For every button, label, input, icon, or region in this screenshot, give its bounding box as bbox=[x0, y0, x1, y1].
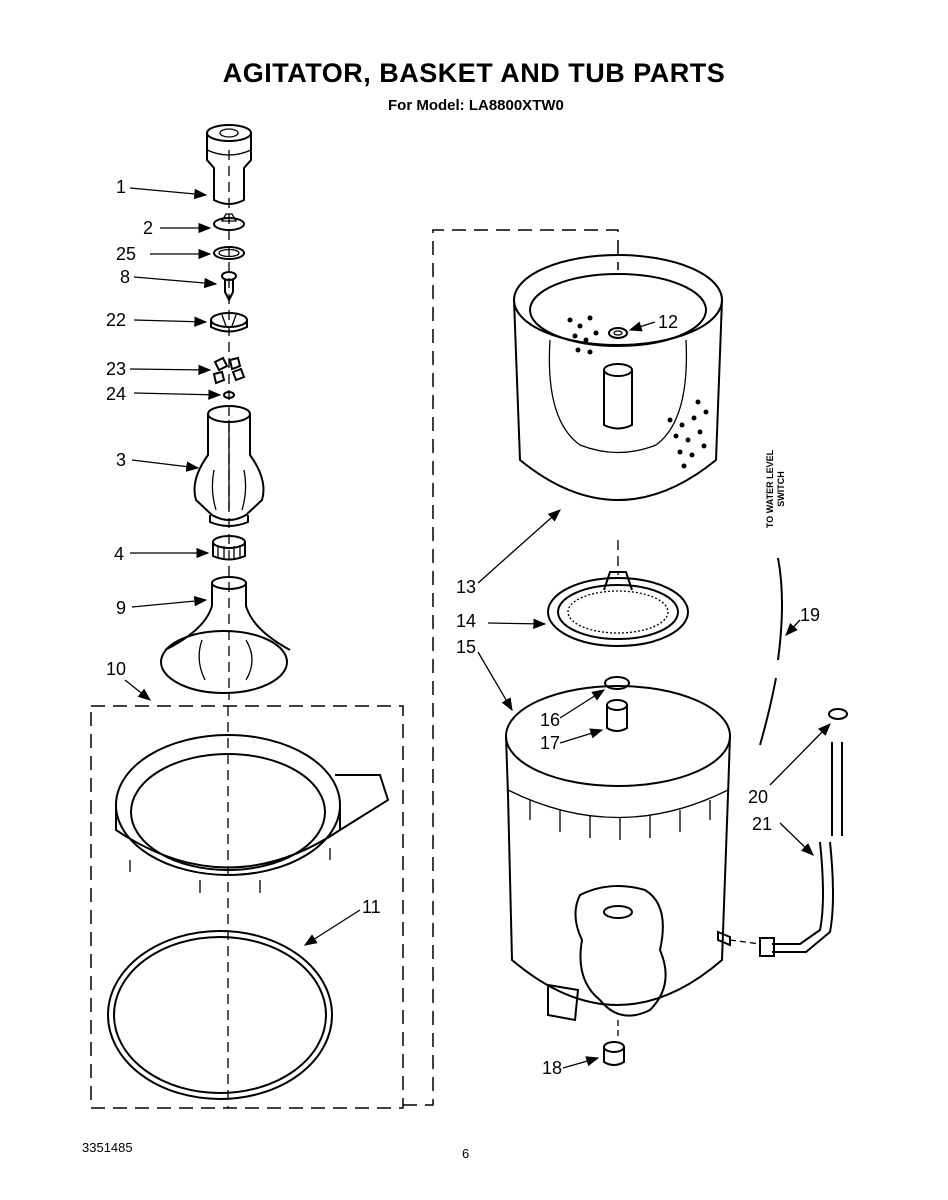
brake-drive-plate-part bbox=[547, 571, 689, 647]
callout-1: 1 bbox=[116, 177, 127, 197]
bolt-part bbox=[221, 271, 237, 303]
callout-4: 4 bbox=[114, 544, 125, 564]
callout-19: 19 bbox=[800, 605, 821, 625]
callout-17: 17 bbox=[540, 733, 561, 753]
callout-20: 20 bbox=[748, 787, 769, 807]
callout-22: 22 bbox=[106, 310, 127, 330]
callout-12: 12 bbox=[658, 312, 679, 332]
spin-seal-part bbox=[604, 676, 630, 690]
pressure-hose-part bbox=[759, 742, 843, 957]
hose-clamp-part bbox=[828, 708, 848, 720]
callout-23: 23 bbox=[106, 359, 127, 379]
callout-25: 25 bbox=[116, 244, 137, 264]
callout-24: 24 bbox=[106, 384, 127, 404]
callout-13: 13 bbox=[456, 577, 477, 597]
tub-seal-ring-part bbox=[107, 930, 333, 1100]
dog-assembly-part bbox=[210, 312, 248, 333]
suspension-ring-part bbox=[115, 734, 390, 893]
tub-part bbox=[505, 685, 731, 1022]
directional-clutch-part bbox=[212, 535, 246, 561]
agitator-base-part bbox=[160, 576, 291, 694]
bearing-part bbox=[606, 699, 628, 732]
document-number: 3351485 bbox=[82, 1140, 133, 1155]
callout-16: 16 bbox=[540, 710, 561, 730]
assembly-path-line bbox=[403, 229, 619, 1106]
basket-perforations bbox=[567, 315, 709, 469]
drain-fitting-part bbox=[603, 1041, 625, 1066]
basket-nut-part bbox=[608, 327, 628, 339]
callout-10: 10 bbox=[106, 659, 127, 679]
agitator-cap-part bbox=[206, 124, 252, 205]
callout-8: 8 bbox=[120, 267, 131, 287]
callout-11: 11 bbox=[362, 897, 381, 917]
model-subtitle: For Model: LA8800XTW0 bbox=[388, 97, 564, 114]
dog-pair-part bbox=[212, 356, 246, 385]
cam-part bbox=[213, 213, 245, 231]
washer-part bbox=[223, 391, 235, 399]
callout-21: 21 bbox=[752, 814, 773, 834]
callout-15: 15 bbox=[456, 637, 477, 657]
air-hose-part bbox=[759, 557, 783, 746]
seal-ring-part bbox=[213, 246, 245, 260]
callout-18: 18 bbox=[542, 1058, 563, 1078]
callout-3: 3 bbox=[116, 450, 127, 470]
leader-lines bbox=[124, 187, 831, 1069]
callout-2: 2 bbox=[143, 218, 154, 238]
callout-9: 9 bbox=[116, 598, 127, 618]
basket-part bbox=[513, 254, 723, 501]
agitator-barrel-part bbox=[193, 405, 265, 527]
page-number: 6 bbox=[462, 1146, 470, 1161]
ring-group-box bbox=[90, 705, 404, 1109]
page-title: AGITATOR, BASKET AND TUB PARTS bbox=[222, 58, 726, 88]
callout-14: 14 bbox=[456, 611, 477, 631]
